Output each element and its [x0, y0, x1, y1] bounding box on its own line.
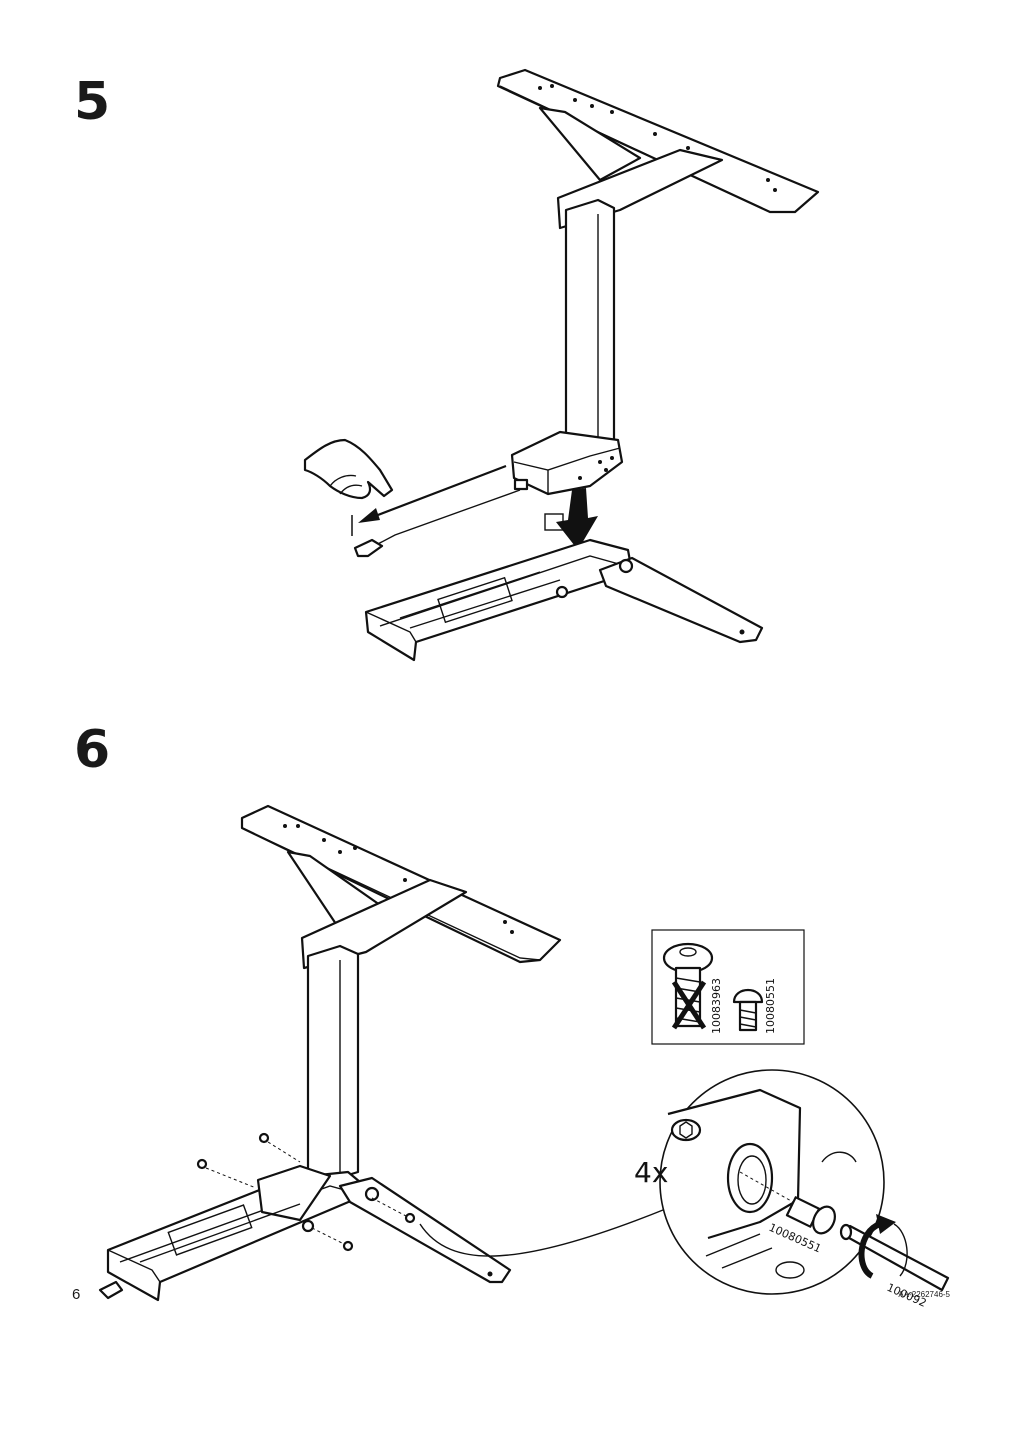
power-cable: [353, 478, 529, 558]
base-frame-6: [98, 1164, 512, 1302]
pull-arrow-icon: [351, 464, 507, 536]
page-number: 6: [72, 1286, 81, 1303]
arrow-down-icon: [556, 488, 598, 550]
document-code: AA-2262746-5: [898, 1290, 950, 1299]
rotate-arrow-icon: [858, 1214, 908, 1279]
screw-comparison-box: 10083963 10080551: [651, 929, 805, 1045]
screws-6: [196, 1132, 416, 1252]
step-5-illustration: [303, 68, 820, 662]
leg-column: [564, 198, 616, 452]
top-bracket: [496, 68, 820, 230]
detail-callout-line: [419, 1207, 669, 1257]
leg-column-6: [306, 944, 360, 1184]
detail-circle: [659, 1069, 885, 1295]
screw-code-wrong: 10083963: [710, 978, 723, 1034]
step-6-illustration: 10083963 10080551: [98, 804, 950, 1310]
step-5-number: 5: [74, 72, 111, 132]
quantity-label: 4x: [634, 1156, 668, 1189]
hand-plug-icon: [303, 438, 394, 500]
base-frame: [364, 513, 764, 662]
screw-wrong-icon: [662, 942, 714, 1028]
screw-code-correct: 10080551: [764, 978, 777, 1034]
step-6-number: 6: [74, 720, 111, 780]
cross-mark-icon: [671, 980, 707, 1030]
top-bracket-6: [240, 804, 562, 970]
screw-correct-icon: [732, 988, 764, 1032]
detail-screw-icon: [785, 1196, 836, 1235]
hex-key-tool: [839, 1223, 950, 1292]
motor-housing: [510, 430, 624, 496]
